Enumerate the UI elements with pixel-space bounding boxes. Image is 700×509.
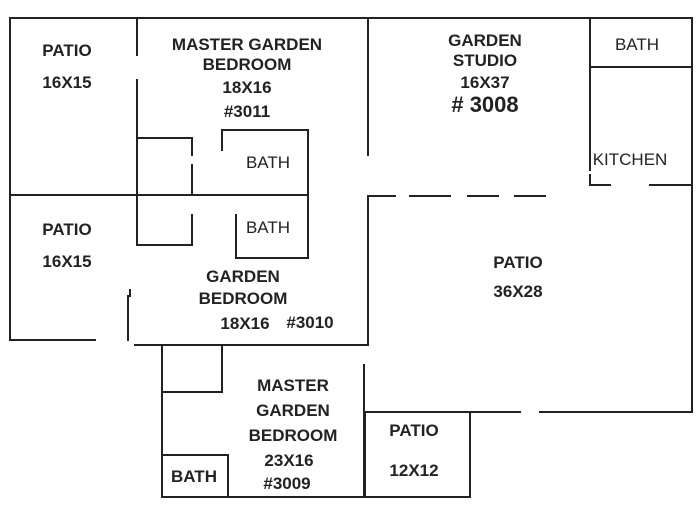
garden-studio-unit: # 3008 — [451, 92, 518, 117]
kitchen-name: KITCHEN — [593, 150, 668, 169]
garden-studio-line1: GARDEN — [448, 31, 522, 50]
garden-bedroom-3010-line2: BEDROOM — [199, 289, 288, 308]
bath-3009-name: BATH — [171, 467, 217, 486]
patio-top-left-name: PATIO — [42, 41, 91, 60]
master-bedroom-3009-line1: MASTER — [257, 376, 329, 395]
master-bedroom-3011-size: 18X16 — [222, 78, 271, 97]
patio-center-name: PATIO — [493, 253, 542, 272]
bath-3011-name: BATH — [246, 153, 290, 172]
patio-center-size: 36X28 — [493, 282, 542, 301]
garden-studio-line2: STUDIO — [453, 51, 517, 70]
garden-bedroom-3010-unit: #3010 — [286, 313, 333, 332]
walls — [9, 17, 693, 498]
patio-top-left-size: 16X15 — [42, 73, 91, 92]
garden-bedroom-3010-line1: GARDEN — [206, 267, 280, 286]
room-labels: PATIO 16X15 MASTER GARDEN BEDROOM 18X16 … — [42, 31, 667, 493]
patio-small-name: PATIO — [389, 421, 438, 440]
master-bedroom-3011-unit: #3011 — [224, 102, 270, 121]
patio-small-size: 12X12 — [389, 461, 438, 480]
patio-mid-left-size: 16X15 — [42, 252, 91, 271]
garden-studio-size: 16X37 — [460, 73, 509, 92]
master-bedroom-3009-size: 23X16 — [264, 451, 313, 470]
patio-mid-left-name: PATIO — [42, 220, 91, 239]
bath-3010-name: BATH — [246, 218, 290, 237]
master-bedroom-3009-line2: GARDEN — [256, 401, 330, 420]
garden-bedroom-3010-size: 18X16 — [220, 314, 269, 333]
master-bedroom-3009-line3: BEDROOM — [249, 426, 338, 445]
master-bedroom-3009-unit: #3009 — [263, 474, 310, 493]
master-bedroom-3011-line1: MASTER GARDEN — [172, 35, 322, 54]
master-bedroom-3011-line2: BEDROOM — [203, 55, 292, 74]
bath-studio-name: BATH — [615, 35, 659, 54]
